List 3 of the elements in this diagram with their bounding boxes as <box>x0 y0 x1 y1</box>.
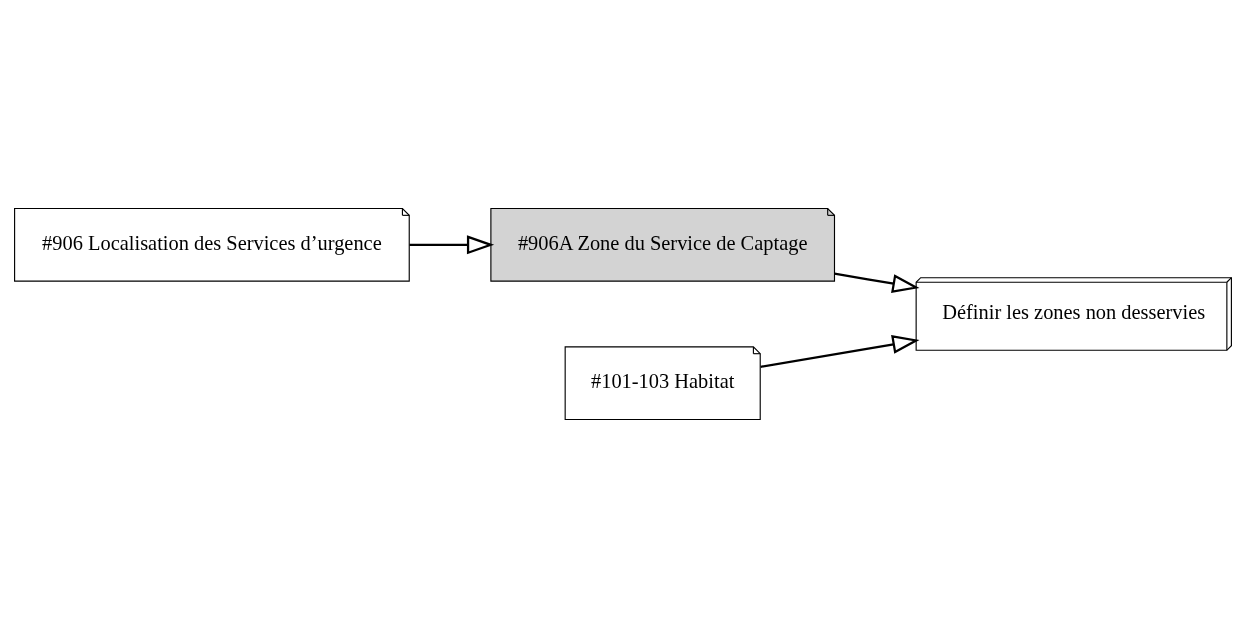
arrow <box>760 335 920 368</box>
arrow <box>409 235 495 255</box>
arrow <box>834 272 920 293</box>
